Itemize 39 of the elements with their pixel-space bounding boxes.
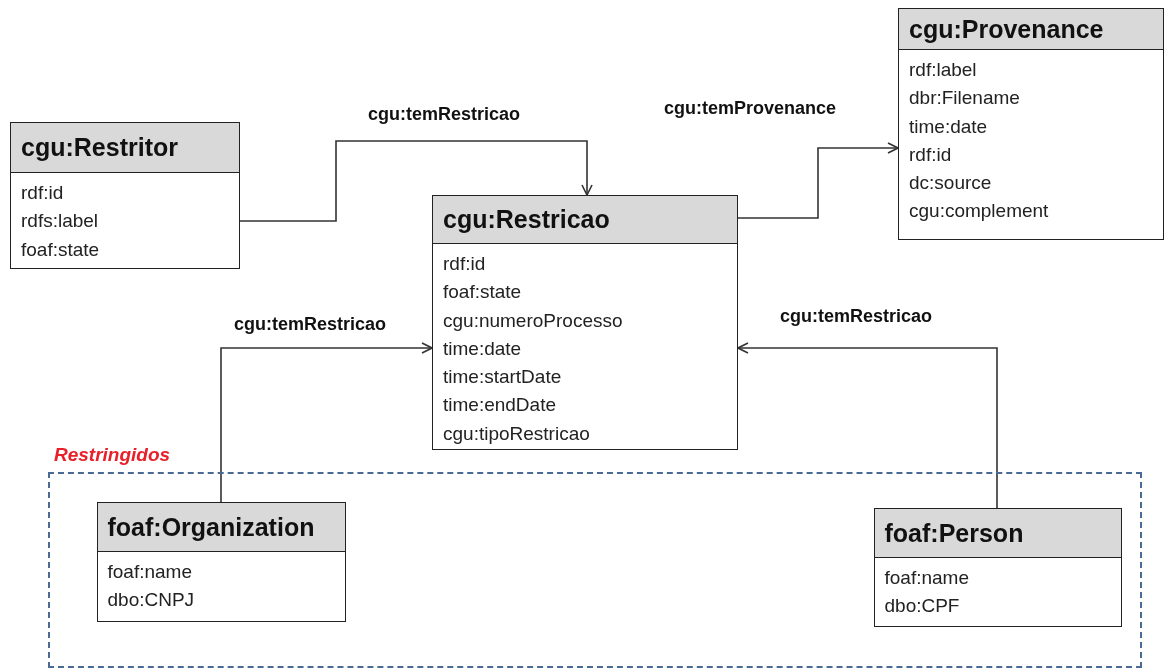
attribute-text: time:date	[909, 114, 988, 139]
arrow	[239, 140, 593, 222]
class-name: foaf:Organization	[97, 502, 345, 552]
attribute-text: dbo:CNPJ	[107, 587, 195, 612]
arrow	[737, 342, 998, 509]
attribute-text: cgu:tipoRestricao	[443, 421, 590, 446]
class-name: cgu:Provenance	[899, 9, 1163, 50]
class-name: cgu:Restritor	[11, 123, 239, 173]
attribute-text: foaf:state	[21, 237, 100, 262]
class-name: foaf:Person	[874, 508, 1121, 558]
attribute-text: dc:source	[909, 171, 992, 196]
class-box	[96, 501, 346, 622]
arrow	[220, 342, 433, 503]
edge-label: cgu:temRestricao	[368, 104, 521, 125]
attribute-text: dbo:CPF	[884, 593, 960, 618]
class-box	[898, 8, 1164, 240]
class-box	[432, 195, 738, 450]
attribute-text: rdfs:label	[21, 209, 99, 234]
attribute-text: time:endDate	[443, 393, 556, 418]
class-box	[10, 122, 240, 269]
attribute-text: foaf:state	[443, 280, 522, 305]
attribute-text: cgu:numeroProcesso	[443, 308, 623, 333]
class-name: cgu:Restricao	[433, 196, 737, 244]
attribute-text: cgu:complement	[909, 199, 1049, 224]
attribute-text: rdf:id	[443, 252, 486, 276]
arrow	[737, 142, 899, 219]
attribute-text: time:date	[443, 336, 522, 361]
class-box	[873, 507, 1122, 627]
edge-label: cgu:temProvenance	[664, 98, 837, 119]
attribute-text: foaf:name	[107, 559, 192, 584]
edge-label: cgu:temRestricao	[234, 314, 387, 335]
attribute-text: rdf:label	[909, 58, 977, 82]
edge-label: cgu:temRestricao	[780, 306, 933, 327]
attribute-text: rdf:id	[21, 181, 64, 205]
attribute-text: foaf:name	[884, 565, 969, 590]
attribute-text: dbr:Filename	[909, 86, 1020, 111]
attribute-text: rdf:id	[909, 142, 952, 167]
attribute-text: time:startDate	[443, 365, 562, 390]
group-label: Restringidos	[54, 444, 171, 466]
